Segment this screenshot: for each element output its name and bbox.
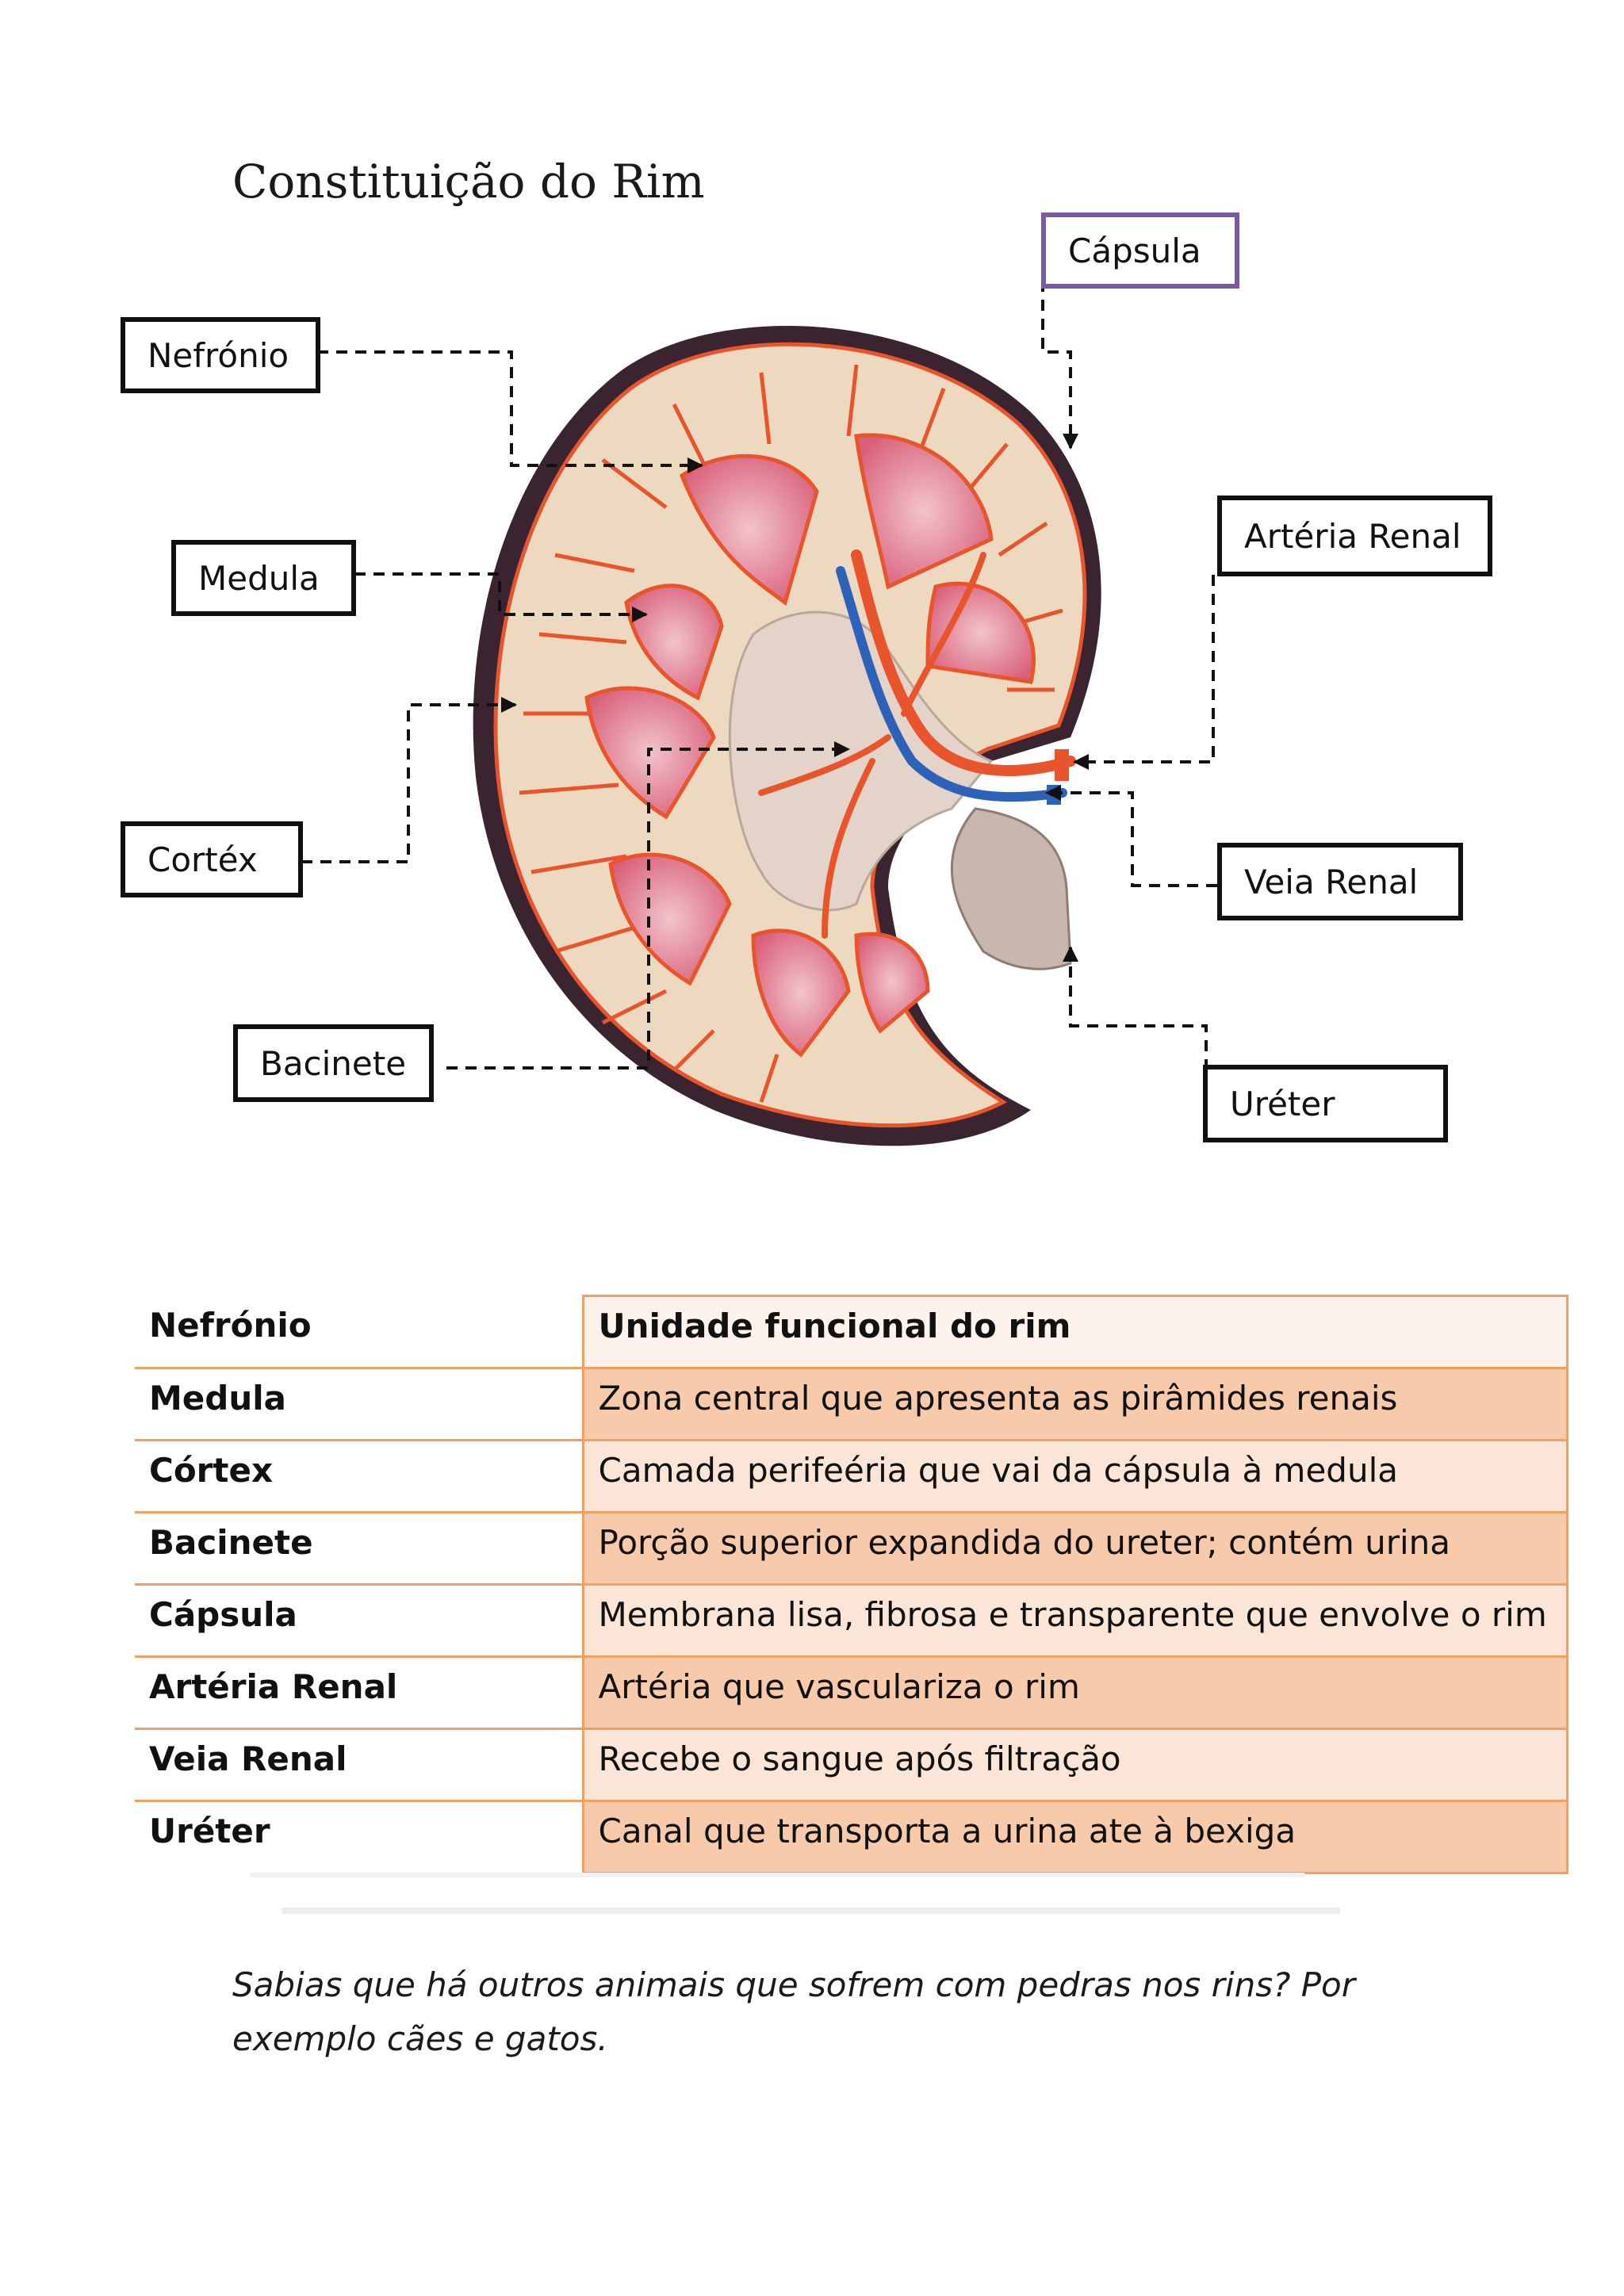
- label-bacinete: Bacinete: [233, 1024, 434, 1102]
- renal-vessels: [758, 549, 1076, 939]
- leader-nefronio: [317, 350, 703, 473]
- trivia-text: Sabias que há outros animais que sofrem …: [232, 1965, 1356, 2058]
- definition-cell: Camada perifeéria que vai da cápsula à m…: [581, 1439, 1568, 1513]
- kidney-illustration: [473, 325, 1101, 1146]
- term-cell: Cápsula: [135, 1584, 583, 1658]
- definition-cell: Canal que transporta a urina ate à bexig…: [581, 1800, 1568, 1874]
- term-cell: Medula: [135, 1368, 583, 1441]
- label-nefronio: Nefrónio: [121, 317, 320, 393]
- term-cell: Bacinete: [135, 1512, 583, 1586]
- divider: [282, 1908, 1340, 1914]
- table-row: Cápsula Membrana lisa, fibrosa e transpa…: [135, 1583, 1568, 1658]
- table-row: Uréter Canal que transporta a urina ate …: [135, 1800, 1568, 1874]
- page-title: Constituição do Rim: [232, 155, 705, 209]
- definition-cell: Zona central que apresenta as pirâmides …: [581, 1367, 1568, 1441]
- table-row: Artéria Renal Artéria que vasculariza o …: [135, 1655, 1568, 1730]
- definition-cell: Porção superior expandida do ureter; con…: [581, 1511, 1568, 1586]
- label-arteria-renal: Artéria Renal: [1217, 496, 1492, 576]
- term-cell: Córtex: [135, 1440, 583, 1513]
- label-cortex: Cortéx: [121, 821, 303, 897]
- leader-ureter: [1063, 946, 1208, 1070]
- definitions-table: Nefrónio Unidade funcional do rim Medula…: [135, 1295, 1568, 1874]
- label-capsula: Cápsula: [1041, 212, 1239, 289]
- renal-artery-stub: [1055, 749, 1069, 781]
- term-cell: Nefrónio: [135, 1295, 583, 1369]
- cortex-vessels: [519, 364, 1063, 1103]
- term-cell: Uréter: [149, 1812, 270, 1850]
- table-row: Veia Renal Recebe o sangue após filtraçã…: [135, 1728, 1568, 1802]
- leader-capsula: [1041, 262, 1078, 450]
- leader-arteria: [1073, 575, 1215, 770]
- leader-lines: [301, 262, 1217, 1070]
- table-row: Nefrónio Unidade funcional do rim: [135, 1295, 1568, 1369]
- label-ureter: Uréter: [1203, 1065, 1448, 1142]
- kidney-diagram: [301, 262, 1217, 1146]
- renal-vein-stub: [1047, 785, 1061, 805]
- definition-cell: Recebe o sangue após filtração: [581, 1728, 1568, 1802]
- table-row: Córtex Camada perifeéria que vai da cáps…: [135, 1439, 1568, 1513]
- definition-cell: Membrana lisa, fibrosa e transparente qu…: [581, 1583, 1568, 1658]
- label-medula: Medula: [171, 540, 356, 616]
- divider: [250, 1873, 1304, 1877]
- ureter: [950, 807, 1072, 970]
- label-veia-renal: Veia Renal: [1217, 843, 1463, 920]
- table-row: Medula Zona central que apresenta as pir…: [135, 1367, 1568, 1441]
- definition-cell: Unidade funcional do rim: [581, 1295, 1568, 1369]
- table-row: Bacinete Porção superior expandida do ur…: [135, 1511, 1568, 1586]
- definition-cell: Artéria que vasculariza o rim: [581, 1655, 1568, 1730]
- term-cell: Veia Renal: [135, 1728, 583, 1802]
- leader-bacinete: [446, 741, 850, 1070]
- leader-veia: [1045, 785, 1217, 887]
- term-cell: Artéria Renal: [135, 1656, 583, 1730]
